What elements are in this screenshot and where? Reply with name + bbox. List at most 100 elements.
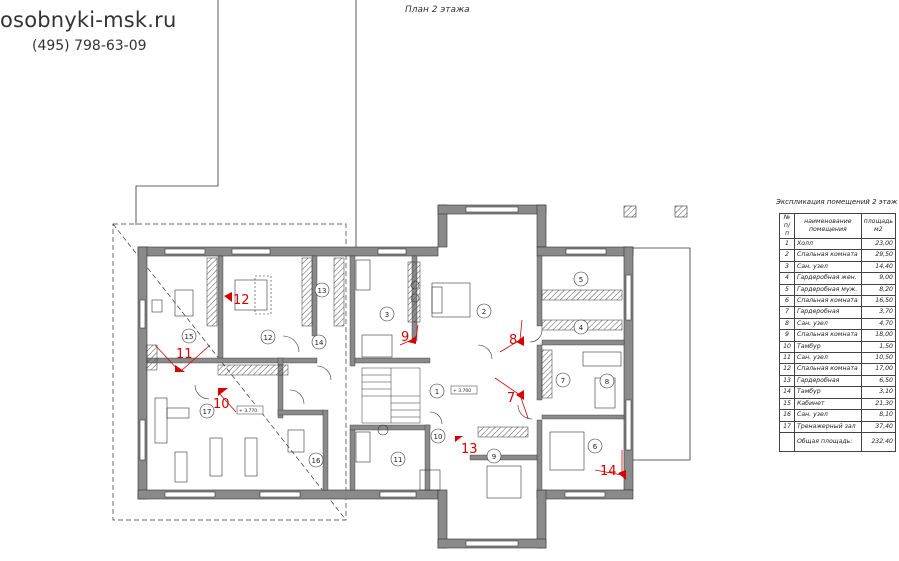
row-num: 10 — [779, 340, 795, 354]
floor-plan: 11 10 12 9 8 7 13 14 1 2 3 4 5 6 7 8 — [112, 0, 691, 549]
row-area: 37,40 — [860, 420, 897, 433]
view-lines — [154, 319, 623, 476]
row-name: Спальная комната — [794, 329, 862, 342]
row-area: 14,40 — [860, 260, 897, 274]
row-name: Спальная комната — [794, 363, 862, 376]
view-label: 8 — [509, 333, 517, 348]
row-name: Гардеробная муж. — [794, 283, 862, 297]
explication-title: Экспликация помещений 2 этаж — [776, 198, 898, 206]
row-area: 4,70 — [860, 317, 897, 331]
total-label: Общая площадь: — [794, 431, 862, 452]
plan-title: План 2 этажа — [405, 5, 470, 15]
view-label: 10 — [213, 397, 230, 412]
row-name: Сан. узел — [794, 409, 862, 422]
row-num: 17 — [779, 420, 795, 433]
room-number: 8 — [605, 378, 609, 386]
row-name: Тамбур — [794, 386, 862, 399]
site-name: osobnyki-msk.ru — [0, 8, 177, 32]
view-label: 11 — [176, 347, 193, 362]
row-area: 9,00 — [860, 272, 897, 285]
header-area: площадь м2 — [860, 213, 897, 239]
legend-squares — [623, 205, 688, 218]
view-label: 7 — [507, 391, 515, 406]
room-number: 15 — [185, 333, 194, 341]
explication-table: № п/п наименование помещения площадь м2 … — [779, 213, 897, 452]
room-number: 16 — [312, 457, 321, 465]
room-number: 1 — [435, 388, 439, 396]
total-row: Общая площадь:232,40 — [779, 431, 897, 452]
row-area: 21,30 — [860, 397, 897, 411]
row-num: 11 — [779, 352, 795, 365]
row-num: 15 — [779, 397, 795, 411]
row-name: Спальная комната — [794, 295, 862, 308]
room-number: 2 — [482, 308, 486, 316]
row-num: 7 — [779, 306, 795, 319]
row-name: Сан. узел — [794, 260, 862, 274]
row-name: Гардеробная — [794, 306, 862, 319]
row-area: 1,50 — [860, 340, 897, 354]
row-area: 8,10 — [860, 409, 897, 422]
room-number: 6 — [593, 443, 598, 451]
row-name: Гардеробная жен. — [794, 272, 862, 285]
roof-outline — [135, 0, 691, 461]
row-area: 16,50 — [860, 295, 897, 308]
room-number: 7 — [561, 377, 565, 385]
room-number: 12 — [264, 334, 273, 342]
row-area: 18,00 — [860, 329, 897, 342]
row-num: 3 — [779, 260, 795, 274]
header-num: № п/п — [779, 213, 795, 239]
header-name: наименование помещения — [794, 213, 862, 239]
row-area: 10,50 — [860, 352, 897, 365]
room-number: 10 — [434, 433, 443, 441]
phone-number: (495) 798-63-09 — [32, 38, 147, 54]
room-number: 9 — [492, 453, 496, 461]
gym-level: + 3.770 — [239, 408, 257, 414]
row-num: 14 — [779, 386, 795, 399]
row-name: Спальная комната — [794, 249, 862, 262]
row-name: Холл — [794, 237, 862, 251]
row-name: Сан. узел — [794, 317, 862, 331]
row-area: 8,20 — [860, 283, 897, 297]
row-name: Сан. узел — [794, 352, 862, 365]
row-num: 12 — [779, 363, 795, 376]
row-num: 16 — [779, 409, 795, 422]
room-number: 14 — [315, 339, 324, 347]
row-num: 4 — [779, 272, 795, 285]
total-area: 232,40 — [860, 431, 897, 452]
wardrobes — [146, 257, 623, 438]
row-area: 3,70 — [860, 306, 897, 319]
room-markers — [181, 271, 615, 468]
row-num: 9 — [779, 329, 795, 342]
room-number: 4 — [579, 324, 584, 332]
view-label: 13 — [461, 442, 478, 457]
room-number: 17 — [203, 408, 212, 416]
view-label: 9 — [401, 330, 409, 345]
row-area: 3,10 — [860, 386, 897, 399]
hall-level: + 3.700 — [453, 388, 471, 394]
view-label: 12 — [233, 293, 250, 308]
staircase — [361, 367, 421, 424]
room-number: 13 — [318, 287, 327, 295]
table-header-row: № п/п наименование помещения площадь м2 — [779, 213, 897, 239]
row-area: 23,00 — [860, 237, 897, 251]
row-num: 8 — [779, 317, 795, 331]
room-numbers: 1 2 3 4 5 6 7 8 9 10 11 12 13 14 15 16 1… — [185, 276, 610, 465]
row-num: 13 — [779, 374, 795, 388]
